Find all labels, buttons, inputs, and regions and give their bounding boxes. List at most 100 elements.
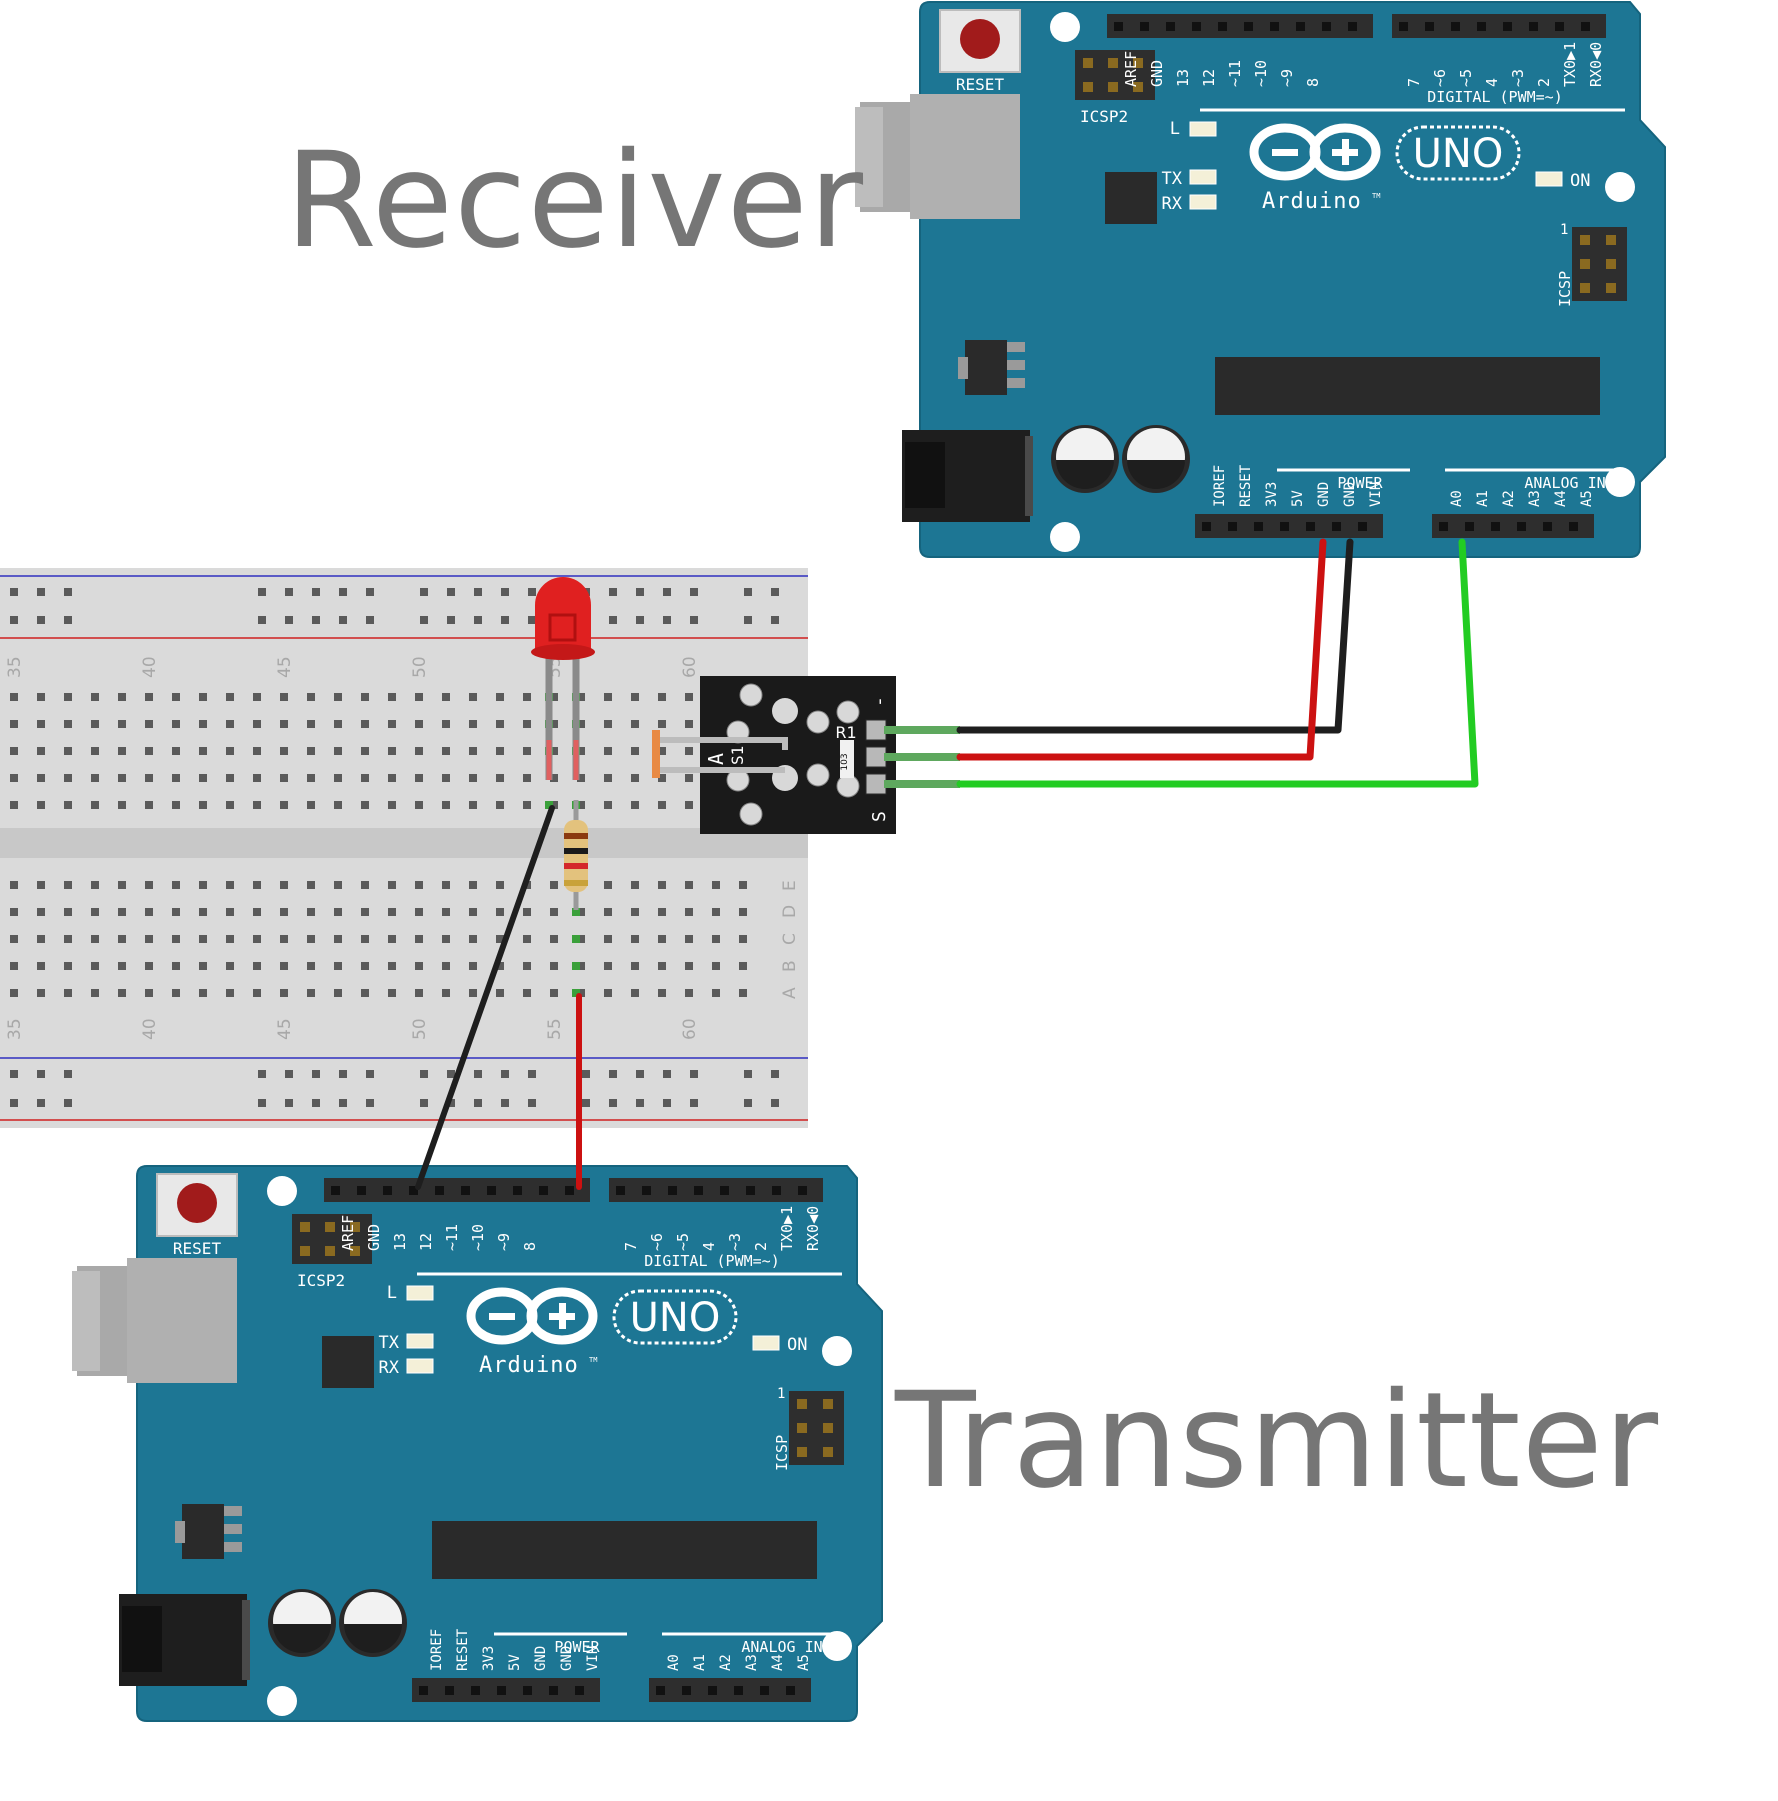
breadboard-hole — [658, 801, 666, 809]
digital-pin-label: ~10 — [469, 1224, 487, 1251]
digital-label: DIGITAL (PWM=~) — [1427, 88, 1562, 106]
breadboard-hole — [577, 693, 585, 701]
breadboard-hole — [199, 908, 207, 916]
power-pin-label: RESET — [1238, 464, 1254, 507]
digital-pin-label: AREF — [1122, 51, 1140, 87]
digital-pin-label: AREF — [339, 1215, 357, 1251]
power-jack-side — [1025, 436, 1033, 516]
breadboard-hole — [631, 801, 639, 809]
breadboard-column-number: 45 — [275, 656, 295, 678]
analog-header — [1432, 514, 1594, 538]
icsp-label: ICSP — [773, 1435, 791, 1471]
breadboard-hole — [523, 720, 531, 728]
breadboard-row-letter: B — [780, 960, 800, 972]
breadboard-hole — [118, 989, 126, 997]
usb-chip — [1105, 172, 1157, 224]
breadboard-hole — [334, 720, 342, 728]
breadboard-hole — [199, 801, 207, 809]
reset-button — [960, 19, 1000, 59]
digital-pin-label: ~9 — [1278, 69, 1296, 87]
breadboard-hole — [145, 962, 153, 970]
breadboard-hole — [253, 693, 261, 701]
header-pin — [1348, 22, 1357, 31]
header-pin — [435, 1186, 444, 1195]
sensor-pad — [739, 802, 763, 826]
breadboard-hole — [604, 693, 612, 701]
breadboard-hole — [64, 720, 72, 728]
r1-label: R1 — [835, 723, 856, 742]
sensor-pad — [739, 683, 763, 707]
power-pin-label: GND — [559, 1646, 575, 1671]
header-pin — [1296, 22, 1305, 31]
breadboard-hole — [744, 616, 752, 624]
breadboard-hole — [361, 693, 369, 701]
breadboard-hole — [37, 989, 45, 997]
breadboard-hole — [604, 962, 612, 970]
header-pin — [350, 1246, 360, 1256]
breadboard-hole — [334, 962, 342, 970]
header-pin — [1358, 522, 1367, 531]
breadboard-hole — [528, 588, 536, 596]
breadboard-hole — [415, 989, 423, 997]
regulator-tab — [958, 357, 968, 379]
breadboard-hole — [199, 935, 207, 943]
mounting-hole — [1050, 12, 1080, 42]
breadboard-hole — [10, 774, 18, 782]
breadboard-hole — [64, 1070, 72, 1078]
breadboard-hole — [334, 989, 342, 997]
breadboard-hole — [145, 935, 153, 943]
breadboard-hole — [582, 1099, 590, 1107]
header-pin — [772, 1186, 781, 1195]
uno-label: UNO — [1413, 131, 1504, 177]
icsp-label: ICSP — [1556, 271, 1574, 307]
breadboard-hole — [10, 881, 18, 889]
analog-pin-label: A3 — [744, 1654, 760, 1671]
led-on — [752, 1335, 780, 1351]
breadboard-hole — [388, 935, 396, 943]
breadboard-hole — [496, 935, 504, 943]
breadboard-hole — [577, 962, 585, 970]
digital-pin-label: 12 — [417, 1233, 435, 1251]
icsp-header — [789, 1391, 844, 1465]
led-rx — [1189, 194, 1217, 210]
power-jack-front — [905, 442, 945, 508]
breadboard-hole — [64, 693, 72, 701]
reset-button — [177, 1183, 217, 1223]
breadboard-hole — [285, 588, 293, 596]
breadboard-hole — [631, 747, 639, 755]
header-pin — [1503, 22, 1512, 31]
capacitor-stripe — [1056, 460, 1114, 489]
header-pin — [1399, 22, 1408, 31]
analog-pin-label: A2 — [1501, 490, 1517, 507]
breadboard-hole — [690, 616, 698, 624]
breadboard-hole — [550, 989, 558, 997]
breadboard-hole — [280, 908, 288, 916]
breadboard-hole — [64, 774, 72, 782]
breadboard-column-number: 35 — [5, 656, 25, 678]
sensor-pad — [806, 710, 830, 734]
breadboard-hole — [118, 962, 126, 970]
breadboard-hole — [744, 1099, 752, 1107]
breadboard-hole — [415, 693, 423, 701]
breadboard-hole — [501, 1070, 509, 1078]
digital-pin-label: ~6 — [648, 1233, 666, 1251]
breadboard-hole — [280, 935, 288, 943]
breadboard-hole — [91, 908, 99, 916]
red-led — [531, 577, 595, 780]
header-pin — [1133, 82, 1143, 92]
breadboard-hole — [744, 588, 752, 596]
breadboard-hole — [469, 801, 477, 809]
header-pin — [1202, 522, 1211, 531]
breadboard-hole — [145, 801, 153, 809]
breadboard-hole — [685, 747, 693, 755]
header-pin — [383, 1186, 392, 1195]
resistor-band — [564, 833, 588, 839]
digital-pin-label: ~11 — [1226, 60, 1244, 87]
header-pin — [1555, 22, 1564, 31]
breadboard-hole — [285, 1099, 293, 1107]
header-pin — [1439, 522, 1448, 531]
power-header — [1195, 514, 1383, 538]
breadboard-hole — [474, 588, 482, 596]
uno-badge — [1395, 125, 1521, 181]
